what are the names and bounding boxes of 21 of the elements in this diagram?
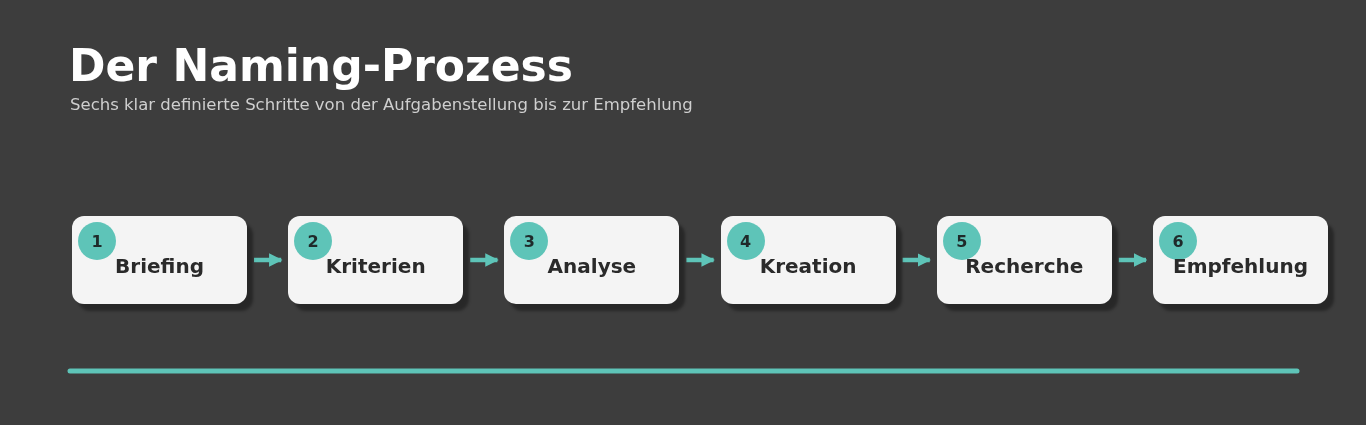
step-box	[936, 216, 1112, 304]
step-number-badge: 4	[726, 222, 765, 260]
step-label: Analyse	[546, 254, 638, 278]
arrow	[686, 253, 715, 267]
step-number-badge: 3	[510, 222, 549, 260]
arrow	[902, 253, 932, 267]
arrow	[470, 253, 499, 267]
step-box	[504, 216, 680, 304]
step-number-badge: 1	[78, 222, 116, 260]
step-number-badge: 6	[1159, 222, 1197, 260]
step-box	[72, 216, 247, 304]
step-box	[1153, 216, 1328, 304]
step-box	[288, 216, 464, 304]
title: Der Naming-Prozess	[69, 40, 573, 92]
step-label: Briefing	[114, 254, 205, 278]
step-number-badge: 5	[942, 222, 981, 260]
subtitle: Sechs klar definierte Schritte von der Aufgabenstellung bis zur Empfehlung	[70, 95, 693, 114]
step-box	[720, 216, 896, 304]
arrow	[1118, 253, 1148, 267]
arrow	[254, 253, 283, 267]
step-number-badge: 2	[294, 222, 333, 260]
